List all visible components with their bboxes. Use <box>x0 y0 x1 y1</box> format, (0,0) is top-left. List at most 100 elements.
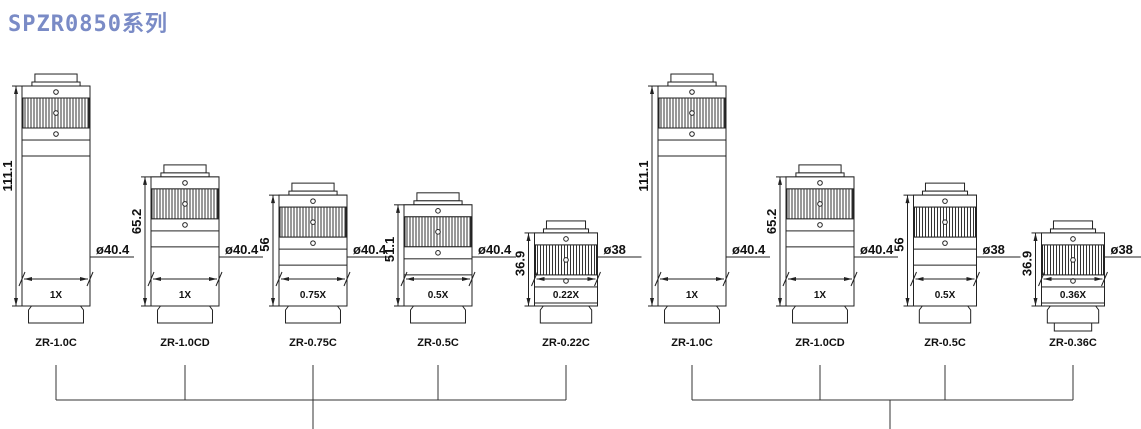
top-cap <box>670 73 714 83</box>
lens-zr-05c: 51.1 ø40.4 0.5X ZR-0.5C <box>382 192 516 400</box>
height-dimension: 56 <box>257 237 272 251</box>
lens-zr-022c: 36.9 ø38 0.22X ZR-0.22C <box>513 220 642 400</box>
screw-icon <box>563 236 569 242</box>
c-mount-cap <box>664 305 720 324</box>
screw-icon <box>689 131 695 137</box>
height-dimension: 36.9 <box>513 251 528 276</box>
diameter-dimension: ø38 <box>604 242 626 257</box>
magnification-label: 0.36X <box>1060 290 1086 301</box>
screw-icon <box>817 222 823 228</box>
screw-icon <box>182 201 188 207</box>
lens-zr-075c: 56 ø40.4 0.75X ZR-0.75C <box>257 182 391 400</box>
height-dimension: 51.1 <box>382 237 397 262</box>
screw-icon <box>942 240 948 246</box>
top-cap <box>34 73 78 83</box>
top-cap <box>924 182 966 192</box>
c-mount-cap <box>792 305 848 324</box>
top-cap-flange <box>542 228 590 234</box>
top-cap-flange <box>667 81 717 87</box>
model-label: ZR-0.36C <box>1049 337 1097 349</box>
height-dimension: 111.1 <box>636 160 651 191</box>
magnification-label: 0.5X <box>935 290 956 301</box>
c-mount-cap <box>285 305 341 324</box>
top-cap <box>798 164 842 174</box>
series-title: SPZR0850系列 <box>8 12 168 37</box>
lens-zr-10c: 111.1 ø40.4 1X ZR-1.0C <box>636 73 770 400</box>
screw-icon <box>942 219 948 225</box>
screw-icon <box>310 198 316 204</box>
model-label: ZR-0.5C <box>417 337 459 349</box>
c-mount-cap <box>539 305 593 324</box>
screw-icon <box>435 250 441 256</box>
knurled-band <box>658 97 726 129</box>
magnification-label: 1X <box>50 290 63 301</box>
screw-icon <box>53 110 59 116</box>
c-mount-cap <box>28 305 84 324</box>
height-dimension: 65.2 <box>764 209 779 234</box>
screw-icon <box>310 240 316 246</box>
model-label: ZR-0.5C <box>924 337 966 349</box>
screw-icon <box>817 201 823 207</box>
diameter-dimension: ø40.4 <box>353 242 387 257</box>
screw-icon <box>1070 236 1076 242</box>
model-label: ZR-1.0C <box>671 337 713 349</box>
top-cap-flange <box>413 200 463 206</box>
top-cap-flange <box>31 81 81 87</box>
c-mount-cap <box>410 305 466 324</box>
magnification-label: 0.22X <box>553 290 579 301</box>
model-label: ZR-1.0C <box>35 337 77 349</box>
magnification-label: 0.5X <box>428 290 449 301</box>
diameter-dimension: ø40.4 <box>732 242 766 257</box>
lens-zr-10cd: 65.2 ø40.4 1X ZR-1.0CD <box>129 164 263 400</box>
diameter-dimension: ø40.4 <box>225 242 259 257</box>
top-cap-flange <box>288 190 338 196</box>
model-label: ZR-0.22C <box>542 337 590 349</box>
knurled-band <box>535 244 597 276</box>
diameter-dimension: ø40.4 <box>860 242 894 257</box>
model-label: ZR-0.75C <box>289 337 337 349</box>
c-mount-cap <box>918 305 972 324</box>
diameter-dimension: ø40.4 <box>478 242 512 257</box>
lens-zr-05c: 56 ø38 0.5X ZR-0.5C <box>892 182 1021 400</box>
top-cap <box>545 220 587 230</box>
screw-icon <box>310 219 316 225</box>
screw-icon <box>53 131 59 137</box>
screw-icon <box>689 89 695 95</box>
lens-zr-036c: 36.9 ø38 0.36X ZR-0.36C <box>1020 220 1141 400</box>
height-dimension: 111.1 <box>0 160 15 191</box>
height-dimension: 65.2 <box>129 209 144 234</box>
model-label: ZR-1.0CD <box>160 337 210 349</box>
top-cap <box>291 182 335 192</box>
extra-ring <box>1053 322 1093 332</box>
magnification-label: 1X <box>814 290 827 301</box>
height-dimension: 56 <box>892 237 907 251</box>
model-label: ZR-1.0CD <box>795 337 845 349</box>
screw-icon <box>563 257 569 263</box>
screw-icon <box>53 89 59 95</box>
c-mount-cap <box>157 305 213 324</box>
top-cap-flange <box>921 190 969 196</box>
c-mount-cap <box>1046 305 1100 324</box>
lens-zr-10cd: 65.2 ø40.4 1X ZR-1.0CD <box>764 164 898 400</box>
diameter-dimension: ø38 <box>1111 242 1133 257</box>
top-cap <box>416 192 460 202</box>
knurled-band <box>1042 244 1104 276</box>
screw-icon <box>817 180 823 186</box>
screw-icon <box>182 222 188 228</box>
top-cap-flange <box>160 172 210 178</box>
screw-icon <box>435 208 441 214</box>
magnification-label: 1X <box>686 290 699 301</box>
screw-icon <box>942 198 948 204</box>
top-cap-flange <box>1049 228 1097 234</box>
top-cap-flange <box>795 172 845 178</box>
top-cap <box>163 164 207 174</box>
top-cap <box>1052 220 1094 230</box>
diameter-dimension: ø38 <box>983 242 1005 257</box>
magnification-label: 1X <box>179 290 192 301</box>
magnification-label: 0.75X <box>300 290 326 301</box>
screw-icon <box>1070 257 1076 263</box>
screw-icon <box>182 180 188 186</box>
height-dimension: 36.9 <box>1020 251 1035 276</box>
